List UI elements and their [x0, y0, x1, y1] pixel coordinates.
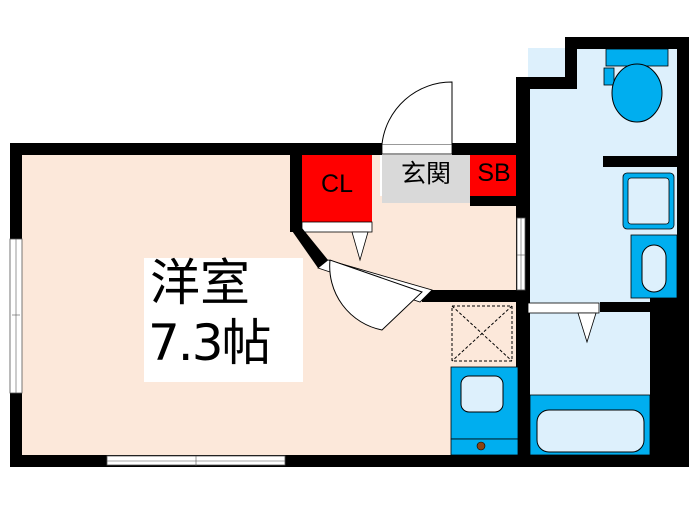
- refrigerator-space: [451, 305, 513, 362]
- bathtub: [529, 394, 651, 456]
- interior-door[interactable]: [317, 259, 433, 331]
- entrance-area: [382, 155, 470, 203]
- stove-knob-icon: [476, 441, 486, 451]
- entry-door[interactable]: [381, 81, 453, 155]
- toilet: [603, 48, 669, 123]
- bottom-window: [106, 455, 286, 466]
- western-room-size: 7.3帖: [148, 314, 272, 372]
- sink-icon: [460, 375, 504, 413]
- kitchen-counter: [450, 366, 519, 456]
- closet-area: [302, 155, 372, 222]
- shoe-box-area: [470, 155, 517, 196]
- closet-label: CL: [321, 170, 353, 198]
- washing-machine-pan: [622, 172, 675, 230]
- western-room-label-bg: [144, 258, 303, 382]
- floors: [22, 48, 678, 455]
- bathroom-door[interactable]: [527, 302, 600, 344]
- shoe-box-label: SB: [477, 159, 511, 187]
- closet-door[interactable]: [301, 221, 373, 233]
- kitchen-window: [516, 217, 526, 291]
- closet-door-swing-icon: [351, 231, 369, 262]
- washbasin: [630, 234, 678, 299]
- left-window: [9, 238, 23, 394]
- western-room-name: 洋室: [150, 254, 250, 312]
- entrance-label: 玄関: [400, 159, 451, 188]
